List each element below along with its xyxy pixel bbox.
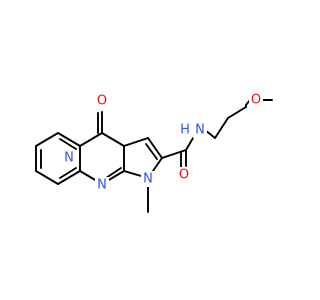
bond: [59, 138, 77, 150]
molecule-structure-diagram: O N N N O N H O: [35, 92, 273, 213]
atom-label-oxygen: O: [97, 94, 107, 109]
bond: [59, 167, 77, 179]
atom-label-nitrogen: N: [143, 172, 153, 187]
bond: [123, 137, 149, 147]
bond: [57, 170, 81, 185]
bond: [57, 132, 81, 147]
bond-group: [35, 99, 273, 213]
bond: [145, 143, 158, 160]
atom-label-group: O N N N O N H O: [62, 92, 263, 193]
bond: [214, 117, 229, 139]
bond: [147, 137, 163, 159]
atom-label-nitrogen: N: [195, 123, 205, 138]
atom-label-nitrogen: N: [64, 151, 74, 166]
bond: [161, 149, 187, 159]
atom-label-oxygen: O: [179, 168, 189, 183]
bond: [227, 106, 247, 119]
bond: [101, 132, 125, 147]
bond: [105, 167, 122, 179]
bond: [185, 137, 194, 151]
atom-label-nitrogen: N: [97, 178, 107, 193]
bond: [35, 132, 59, 147]
bond: [35, 170, 59, 185]
atom-label-oxygen: O: [251, 93, 261, 108]
atom-label-hydrogen: H: [180, 123, 190, 138]
bond: [79, 132, 103, 147]
